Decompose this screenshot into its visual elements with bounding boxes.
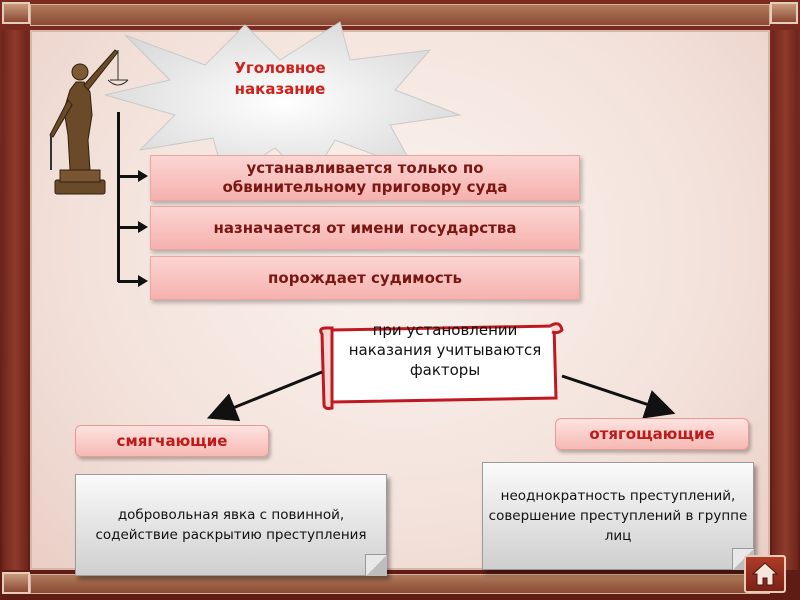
feature-text-2: назначается от имени государства [213, 218, 517, 237]
scroll-text: при установлении наказания учитываются ф… [348, 321, 542, 379]
diagram-title: Уголовное наказание [205, 58, 355, 100]
mitigating-label: смягчающие [75, 425, 269, 457]
title-line-2: наказание [234, 80, 326, 98]
aggravating-example-text: неоднократность преступлений, совершение… [488, 488, 748, 544]
connector-vertical [117, 112, 120, 282]
arrow-feature-3 [118, 275, 148, 287]
aggravating-example-note: неоднократность преступлений, совершение… [482, 462, 754, 570]
aggravating-label: отягощающие [555, 418, 749, 450]
arrow-feature-2 [118, 221, 148, 233]
aggravating-label-text: отягощающие [589, 425, 715, 443]
mitigating-example-text: добровольная явка с повинной, содействие… [95, 507, 367, 543]
feature-box-3: порождает судимость [150, 256, 580, 300]
home-icon [751, 562, 779, 586]
corner-top-left [2, 2, 30, 24]
home-button[interactable] [744, 555, 786, 593]
corner-top-right [770, 2, 798, 24]
factors-scroll [319, 322, 564, 410]
frame-left [2, 30, 28, 570]
feature-box-1: устанавливается только по обвинительному… [150, 155, 580, 201]
note-fold [365, 554, 387, 576]
mitigating-example-note: добровольная явка с повинной, содействие… [75, 474, 387, 576]
title-line-1: Уголовное [234, 59, 326, 77]
bottom-frame-bar [30, 574, 770, 594]
feature-text-1: устанавливается только по обвинительному… [222, 159, 508, 196]
arrow-feature-1 [118, 170, 148, 182]
frame-right [772, 30, 798, 570]
feature-box-2: назначается от имени государства [150, 206, 580, 250]
mitigating-label-text: смягчающие [116, 432, 228, 450]
themis-statue-icon [49, 49, 129, 195]
corner-bottom-left [2, 572, 30, 594]
top-frame-bar [30, 4, 770, 26]
feature-text-3: порождает судимость [268, 268, 462, 287]
